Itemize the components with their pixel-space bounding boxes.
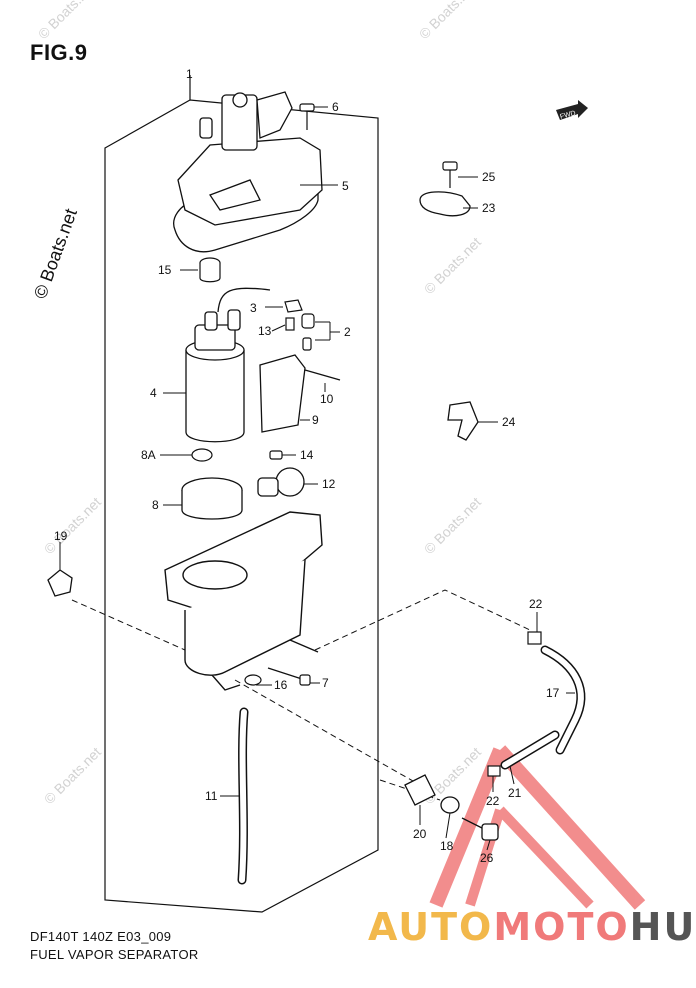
label-17: 17 <box>546 686 560 700</box>
label-7: 7 <box>322 676 329 690</box>
fwd-arrow-icon: FWD <box>556 100 588 121</box>
label-24: 24 <box>502 415 516 429</box>
clip-22 <box>527 631 542 645</box>
brand-part3: HUB <box>629 905 696 949</box>
washer-18 <box>440 796 460 814</box>
label-15: 15 <box>158 263 172 277</box>
label-6: 6 <box>332 100 339 114</box>
label-18: 18 <box>440 839 454 853</box>
clip-22b <box>487 765 501 777</box>
vapor-cover <box>177 91 323 226</box>
watermark: © Boats.net <box>41 494 104 557</box>
label-16: 16 <box>274 678 288 692</box>
label-26: 26 <box>480 851 494 865</box>
label-22-top: 22 <box>529 597 543 611</box>
label-12: 12 <box>322 477 336 491</box>
watermark: © Boats.net <box>35 0 98 42</box>
label-23: 23 <box>482 201 496 215</box>
filter-holder-8 <box>181 477 243 520</box>
figure-caption: FUEL VAPOR SEPARATOR <box>30 947 199 962</box>
label-5: 5 <box>342 179 349 193</box>
washer-16 <box>244 674 262 686</box>
bolt-25 <box>442 161 458 188</box>
fuel-pump <box>185 287 271 443</box>
label-8A: 8A <box>141 448 156 462</box>
label-4: 4 <box>150 386 157 400</box>
fig-title: FIG.9 <box>30 40 88 65</box>
screw-6 <box>299 103 315 130</box>
clip-24 <box>447 401 479 441</box>
brand-triangle-icon <box>429 745 646 910</box>
clamp-23 <box>419 191 471 217</box>
figure-code: DF140T 140Z E03_009 <box>30 929 172 944</box>
brand-logo: AUTOMOTOHUB <box>368 905 696 949</box>
part-labels: 1 2 3 4 5 6 7 8 8A 9 10 11 12 13 14 15 1… <box>54 67 560 865</box>
fwd-badge: FWD <box>559 110 576 121</box>
watermark: © Boats.net <box>421 234 484 297</box>
label-2: 2 <box>344 325 351 339</box>
separator-body <box>164 511 323 691</box>
label-8: 8 <box>152 498 159 512</box>
brand-part2: MOTO <box>493 905 630 949</box>
regulator-12 <box>257 467 305 497</box>
label-1: 1 <box>186 67 193 81</box>
label-19: 19 <box>54 529 68 543</box>
leader-lines <box>59 106 575 851</box>
label-14: 14 <box>300 448 314 462</box>
bolt-7 <box>267 667 311 686</box>
assembly-outline <box>104 75 379 913</box>
brand-part1: AUTO <box>368 905 494 949</box>
watermark: © Boats.net <box>416 0 479 42</box>
grommet-15 <box>199 257 221 283</box>
label-13: 13 <box>258 324 272 338</box>
small-parts-2-3-13 <box>284 299 315 351</box>
boats-net-vertical: © Boats.net <box>30 206 81 301</box>
grommet-20 <box>404 774 436 806</box>
label-10: 10 <box>320 392 334 406</box>
small-parts-8A-14 <box>191 448 283 462</box>
watermark: © Boats.net <box>41 744 104 807</box>
label-21: 21 <box>508 786 522 800</box>
label-22-bottom: 22 <box>486 794 500 808</box>
label-20: 20 <box>413 827 427 841</box>
watermark: © Boats.net <box>421 494 484 557</box>
label-9: 9 <box>312 413 319 427</box>
cap-19 <box>47 569 73 597</box>
label-3: 3 <box>250 301 257 315</box>
label-25: 25 <box>482 170 496 184</box>
label-11: 11 <box>205 789 218 803</box>
bolt-26 <box>461 817 499 841</box>
sensor-9 <box>259 354 341 433</box>
